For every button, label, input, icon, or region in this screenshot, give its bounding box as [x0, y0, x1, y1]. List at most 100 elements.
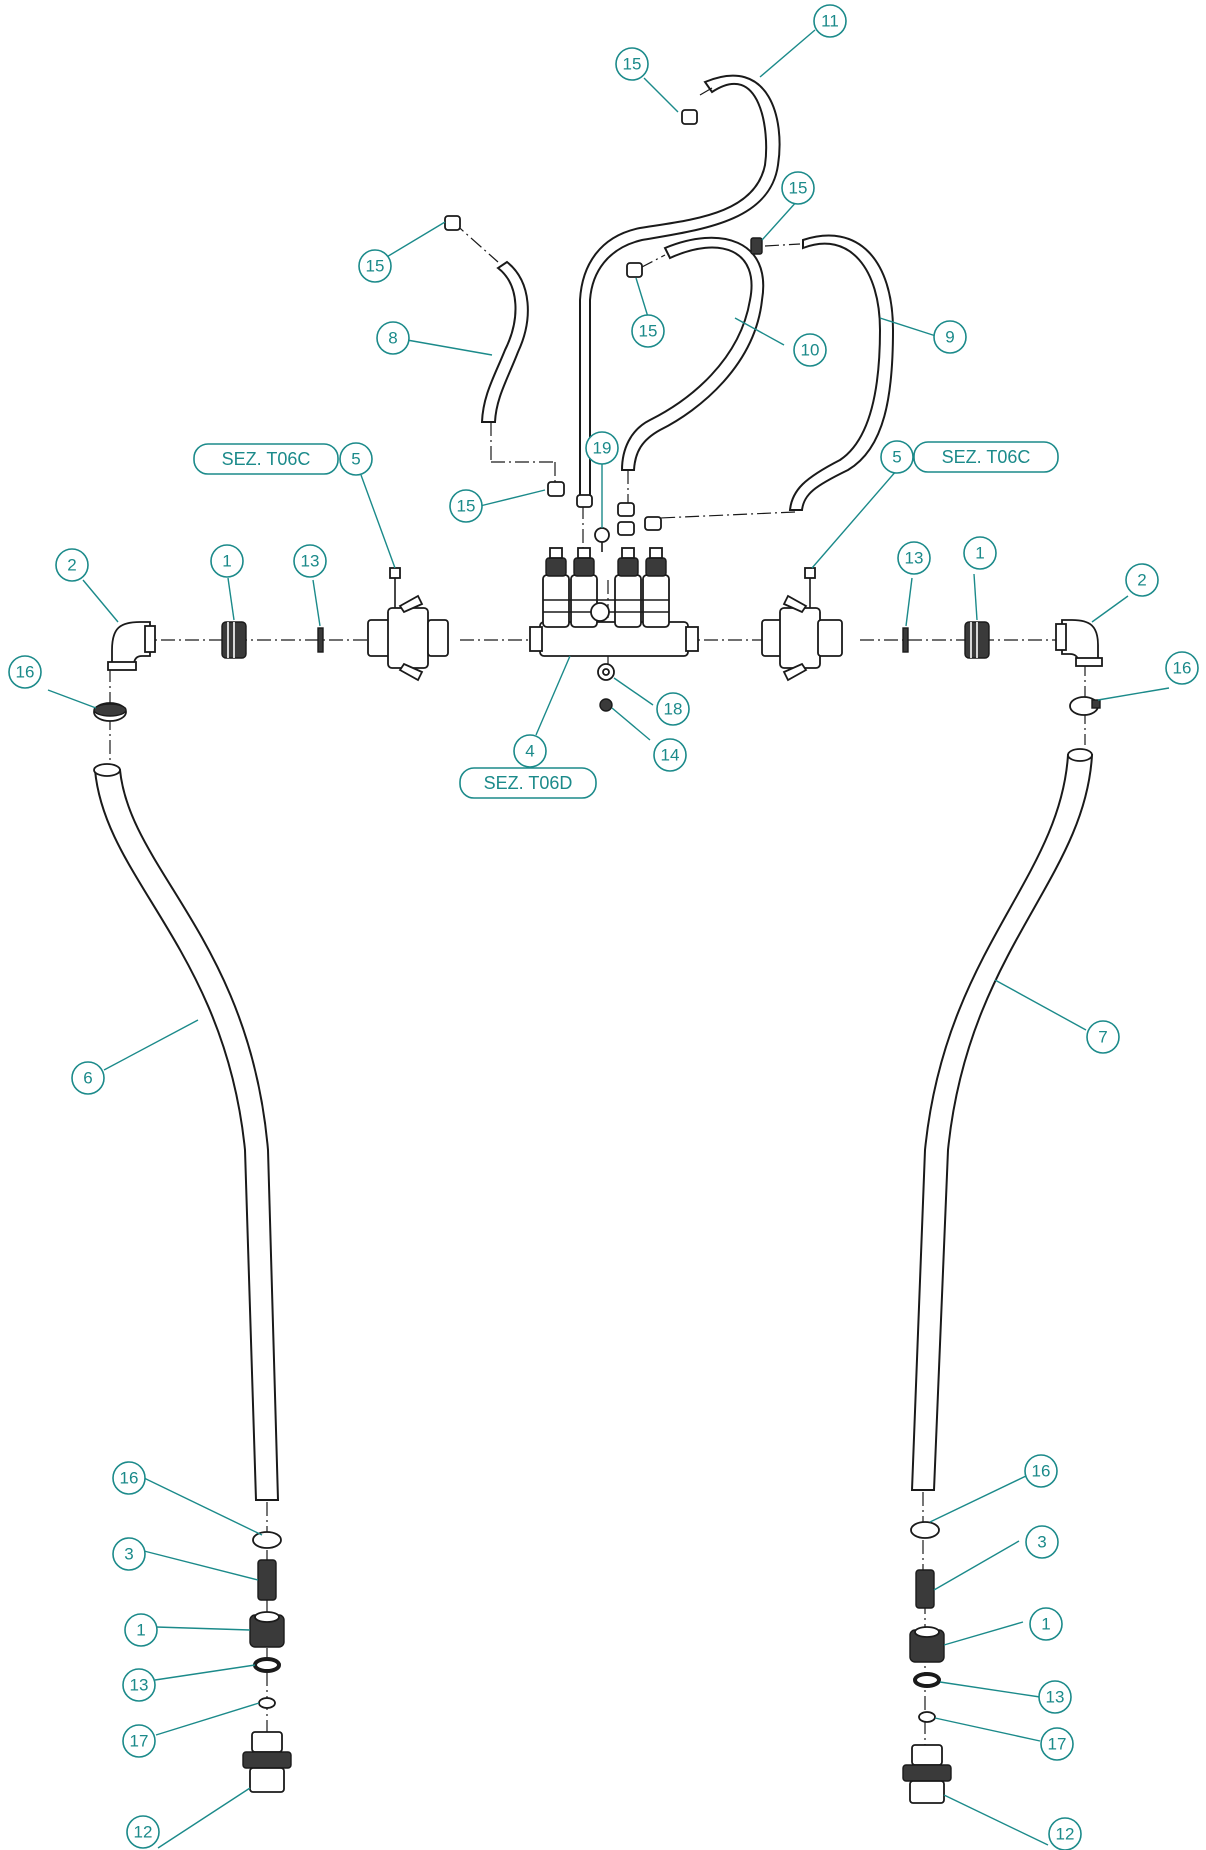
gasket-17-right — [918, 1711, 936, 1723]
balloon-16: 16 — [112, 1461, 146, 1495]
balloon-text: 13 — [1046, 1688, 1065, 1707]
section-ref-left: SEZ. T06C — [193, 443, 339, 475]
balloon-text: 13 — [301, 552, 320, 571]
hose-10 — [620, 236, 765, 471]
balloon-text: 13 — [130, 1676, 149, 1695]
balloon-text: 3 — [124, 1545, 133, 1564]
balloon-13: 13 — [897, 541, 931, 575]
section-ref-text: SEZ. T06C — [222, 449, 311, 469]
o-ring-13-right-top — [902, 627, 909, 653]
balloon-16: 16 — [8, 655, 42, 689]
balloon-5: 5 — [880, 440, 914, 474]
balloon-text: 18 — [664, 700, 683, 719]
balloon-2: 2 — [1125, 563, 1159, 597]
balloon-text: 5 — [351, 450, 360, 469]
valve-5-left — [367, 567, 449, 682]
balloon-17: 17 — [122, 1724, 156, 1758]
balloon-1: 1 — [124, 1613, 158, 1647]
balloon-text: 12 — [1056, 1825, 1075, 1844]
balloon-16: 16 — [1165, 651, 1199, 685]
balloon-text: 1 — [222, 552, 231, 571]
balloon-13: 13 — [122, 1668, 156, 1702]
balloon-15: 15 — [358, 249, 392, 283]
elbow-2-left — [107, 621, 156, 671]
balloon-text: 16 — [16, 663, 35, 682]
balloon-1: 1 — [210, 544, 244, 578]
clamp-16-right-bottom — [910, 1521, 940, 1539]
balloon-7: 7 — [1086, 1020, 1120, 1054]
balloon-text: 16 — [1032, 1462, 1051, 1481]
balloon-text: 2 — [67, 556, 76, 575]
balloon-1: 1 — [963, 536, 997, 570]
balloon-text: 9 — [945, 328, 954, 347]
balloon-2: 2 — [55, 548, 89, 582]
balloon-text: 10 — [801, 341, 820, 360]
balloon-3: 3 — [1025, 1525, 1059, 1559]
clamps-15 — [444, 109, 763, 536]
balloon-text: 15 — [623, 55, 642, 74]
balloon-text: 17 — [1048, 1735, 1067, 1754]
balloon-text: 15 — [789, 179, 808, 198]
balloon-10: 10 — [793, 333, 827, 367]
hose-tail-3-right — [915, 1569, 935, 1609]
balloon-15: 15 — [449, 489, 483, 523]
gasket-17-left — [258, 1697, 276, 1709]
ring-nut-1-left-top — [221, 621, 247, 659]
o-ring-13-left-bottom — [253, 1657, 281, 1673]
hose-9 — [788, 234, 895, 511]
balloon-14: 14 — [653, 738, 687, 772]
hose-8 — [480, 260, 529, 423]
balloon-text: 12 — [134, 1823, 153, 1842]
ring-nut-1-left-bottom — [249, 1611, 285, 1648]
balloon-12: 12 — [1048, 1817, 1082, 1850]
balloon-8: 8 — [376, 321, 410, 355]
clamp-16-left-bottom — [252, 1531, 282, 1549]
balloon-text: 15 — [639, 322, 658, 341]
balloon-19: 19 — [585, 431, 619, 465]
elbow-2-right — [1055, 619, 1103, 667]
balloon-text: 16 — [1173, 659, 1192, 678]
balloon-15: 15 — [631, 314, 665, 348]
balloon-text: 1 — [975, 544, 984, 563]
balloon-18: 18 — [656, 692, 690, 726]
balloon-text: 5 — [892, 448, 901, 467]
balloon-text: 19 — [593, 439, 612, 458]
washer-18 — [597, 663, 615, 681]
balloon-text: 14 — [661, 746, 680, 765]
plug-14 — [599, 698, 613, 712]
balloon-text: 15 — [457, 497, 476, 516]
section-ref-text: SEZ. T06C — [942, 447, 1031, 467]
section-ref-center: SEZ. T06D — [459, 767, 597, 799]
balloon-text: 1 — [1041, 1615, 1050, 1634]
balloon-text: 17 — [130, 1732, 149, 1751]
balloon-text: 13 — [905, 549, 924, 568]
leader-lines — [47, 29, 1170, 1849]
balloon-4: 4 — [513, 734, 547, 768]
balloon-13: 13 — [293, 544, 327, 578]
ring-nut-1-right-bottom — [909, 1626, 945, 1663]
o-ring-13-left-top — [317, 627, 324, 653]
valve-5-right — [761, 567, 843, 682]
balloon-text: 16 — [120, 1469, 139, 1488]
o-ring-13-right-bottom — [913, 1672, 941, 1688]
balloon-9: 9 — [933, 320, 967, 354]
hose-tail-3-left — [257, 1559, 277, 1601]
balloon-6: 6 — [71, 1061, 105, 1095]
hose-11 — [579, 74, 781, 506]
hose-7 — [910, 748, 1094, 1491]
balloon-text: 6 — [83, 1069, 92, 1088]
balloon-5: 5 — [339, 442, 373, 476]
hose-6 — [93, 763, 280, 1501]
section-ref-right: SEZ. T06C — [913, 441, 1059, 473]
balloon-1: 1 — [1029, 1607, 1063, 1641]
fitting-19 — [594, 527, 610, 552]
balloon-text: 15 — [366, 257, 385, 276]
balloon-15: 15 — [781, 171, 815, 205]
manifold-4 — [529, 547, 699, 657]
balloon-15: 15 — [615, 47, 649, 81]
balloon-text: 11 — [821, 12, 839, 31]
nipple-12-left — [242, 1731, 292, 1793]
balloon-text: 8 — [388, 329, 397, 348]
balloon-text: 3 — [1037, 1533, 1046, 1552]
